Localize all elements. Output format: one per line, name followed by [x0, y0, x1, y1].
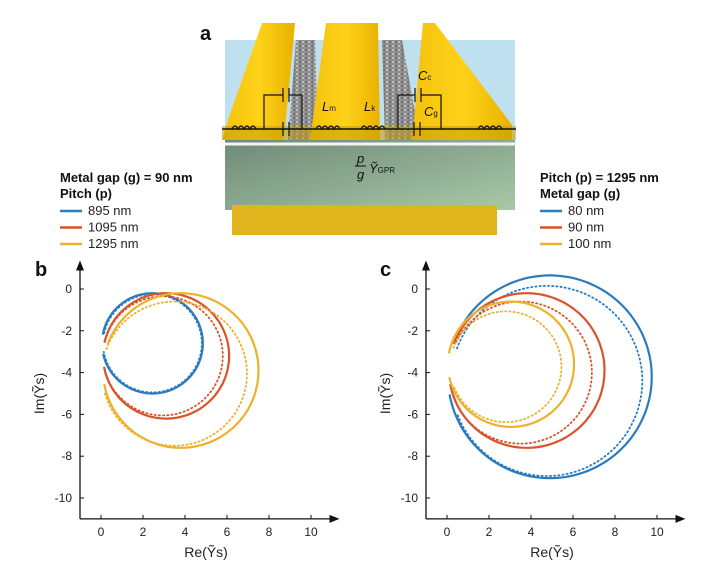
- substrate: [225, 140, 515, 210]
- y-tick-label: -6: [61, 407, 72, 421]
- graphene-ribbon-1: [288, 40, 318, 140]
- series-1095-nm-dotted: [103, 295, 224, 417]
- x-axis-arrow: [675, 514, 686, 523]
- x-tick-label: 10: [650, 525, 664, 539]
- panel-label-c: c: [380, 259, 391, 281]
- x-axis-label: Re(Ỹs): [530, 544, 574, 560]
- y-tick-label: -8: [407, 449, 418, 463]
- y-axis-label: Im(Ỹs): [377, 373, 393, 414]
- series-895-nm-dotted: [102, 293, 203, 394]
- series-80-nm-dotted: [456, 285, 644, 477]
- y-tick-label: -2: [407, 324, 418, 338]
- ground-plane: [232, 205, 497, 235]
- series-80-nm-solid: [448, 274, 653, 480]
- legend-right: Pitch (p) = 1295 nm Metal gap (g) 80 nm 9…: [540, 170, 659, 251]
- x-tick-label: 2: [486, 525, 493, 539]
- x-tick-label: 4: [528, 525, 535, 539]
- legend-left-subtitle: Pitch (p): [60, 186, 112, 201]
- ratio-denominator: g: [357, 167, 365, 182]
- device-schematic: a Lm Lk Cc Cg p g ỸGPR: [200, 23, 516, 235]
- y-tick-label: 0: [65, 282, 72, 296]
- series-90-nm-dotted: [452, 300, 593, 445]
- legend-item-label: 895 nm: [88, 203, 131, 218]
- x-tick-label: 0: [98, 525, 105, 539]
- x-tick-label: 0: [444, 525, 451, 539]
- legend-item-label: 1295 nm: [88, 236, 139, 251]
- x-tick-label: 4: [182, 525, 189, 539]
- y-axis-arrow: [422, 260, 430, 271]
- x-tick-label: 10: [304, 525, 318, 539]
- ratio-numerator: p: [356, 151, 364, 166]
- y-tick-label: -10: [401, 491, 419, 505]
- label-Lk: Lk: [364, 99, 376, 114]
- x-tick-label: 6: [224, 525, 231, 539]
- x-tick-label: 6: [570, 525, 577, 539]
- label-Y-GPR: ỸGPR: [369, 161, 395, 176]
- y-axis-arrow: [76, 260, 84, 271]
- label-Lm: Lm: [322, 99, 336, 114]
- legend-item-label: 80 nm: [568, 203, 604, 218]
- series-100-nm-solid: [447, 300, 576, 428]
- x-tick-label: 2: [140, 525, 147, 539]
- legend-right-subtitle: Metal gap (g): [540, 186, 620, 201]
- y-tick-label: -8: [61, 449, 72, 463]
- legend-item-label: 100 nm: [568, 236, 611, 251]
- legend-left-title: Metal gap (g) = 90 nm: [60, 170, 193, 185]
- x-tick-label: 8: [266, 525, 273, 539]
- legend-right-title: Pitch (p) = 1295 nm: [540, 170, 659, 185]
- legend-item-label: 90 nm: [568, 220, 604, 235]
- y-tick-label: -2: [61, 324, 72, 338]
- series-895-nm-solid: [101, 292, 204, 395]
- metal-strip-2: [310, 23, 380, 140]
- series-1295-nm-solid: [103, 292, 260, 449]
- inductor-icons: [231, 125, 503, 131]
- legend-item-label: 1095 nm: [88, 220, 139, 235]
- y-tick-label: -6: [407, 407, 418, 421]
- metal-strip-1: [222, 23, 295, 140]
- y-axis-label: Im(Ỹs): [31, 373, 47, 414]
- series-1095-nm-solid: [103, 292, 231, 420]
- label-Cg: Cg: [424, 104, 438, 119]
- legend-left: Metal gap (g) = 90 nm Pitch (p) 895 nm 10…: [60, 170, 193, 251]
- y-tick-label: -10: [55, 491, 73, 505]
- label-Cc: Cc: [418, 68, 431, 83]
- graphene-ribbon-2: [382, 40, 420, 140]
- capacitor-icons: [263, 88, 442, 136]
- y-tick-label: -4: [61, 366, 72, 380]
- y-tick-label: 0: [411, 282, 418, 296]
- panel-label-b: b: [35, 259, 47, 281]
- x-axis-arrow: [329, 514, 340, 523]
- y-tick-label: -4: [407, 366, 418, 380]
- x-axis-label: Re(Ỹs): [184, 544, 228, 560]
- metal-strip-3: [412, 23, 512, 140]
- x-tick-label: 8: [612, 525, 619, 539]
- series-90-nm-solid: [449, 292, 606, 449]
- series-100-nm-dotted: [452, 310, 563, 423]
- series-1295-nm-dotted: [103, 300, 248, 447]
- panel-label-a: a: [200, 23, 212, 45]
